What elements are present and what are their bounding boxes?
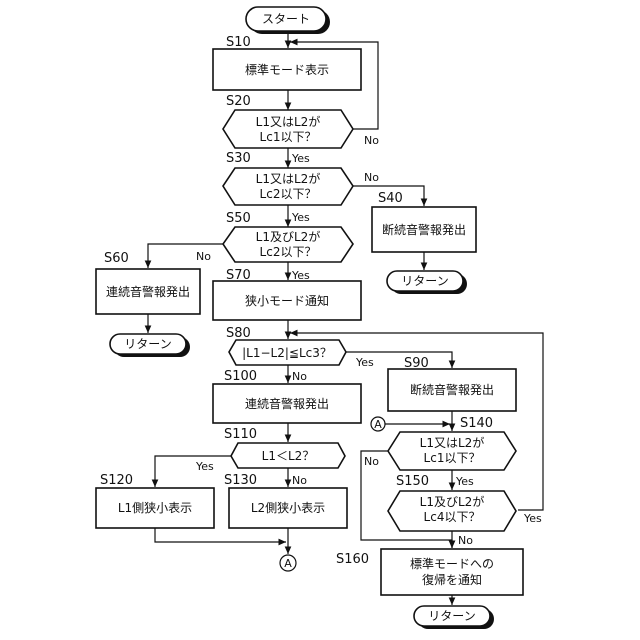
- process-s120-label: L1側狭小表示: [118, 501, 192, 515]
- process-s120: L1側狭小表示: [96, 488, 214, 528]
- decision-s150: L1及びL2が Lc4以下？: [388, 491, 516, 531]
- connector-a-in-label: A: [374, 418, 382, 431]
- step-id-s130: S130: [224, 473, 257, 488]
- s80-yes-label: Yes: [355, 356, 374, 369]
- decision-s20: L1又はL2が Lc1以下？: [223, 110, 353, 148]
- return-terminal-left: リターン: [110, 334, 190, 357]
- decision-s80: |L1−L2|≦Lc3？: [229, 340, 346, 365]
- connector-a-in: A: [371, 417, 385, 431]
- return-bottom-label: リターン: [428, 609, 475, 623]
- process-s90: 断続音警報発出: [388, 369, 516, 411]
- decision-s140-line2: Lc1以下？: [424, 451, 481, 465]
- s140-yes-label: Yes: [455, 475, 474, 488]
- return-terminal-bottom: リターン: [414, 606, 494, 629]
- s30-no-label: No: [364, 171, 379, 184]
- decision-s150-line2: Lc4以下？: [424, 510, 481, 524]
- connector-a-out: A: [280, 555, 296, 571]
- step-id-s140: S140: [460, 416, 493, 431]
- step-id-s160: S160: [336, 552, 369, 567]
- step-id-s40: S40: [378, 191, 403, 206]
- decision-s20-line1: L1又はL2が: [256, 114, 321, 129]
- process-s130-label: L2側狭小表示: [251, 501, 325, 515]
- s30-yes-label: Yes: [291, 211, 310, 224]
- s50-no-label: No: [196, 250, 211, 263]
- step-id-s30: S30: [226, 151, 251, 166]
- return-left-label: リターン: [124, 337, 171, 351]
- step-id-s80: S80: [226, 326, 251, 341]
- process-s70-label: 狭小モード通知: [245, 294, 329, 308]
- s20-yes-label: Yes: [291, 152, 310, 165]
- process-s10: 標準モード表示: [213, 49, 361, 90]
- s140-no-label: No: [364, 455, 379, 468]
- decision-s30-line1: L1又はL2が: [256, 171, 321, 186]
- start-terminal: スタート: [246, 7, 330, 34]
- s110-yes-label: Yes: [195, 460, 214, 473]
- s150-no-label: No: [458, 534, 473, 547]
- process-s40: 断続音警報発出: [372, 207, 476, 252]
- process-s60: 連続音警報発出: [96, 269, 200, 314]
- process-s160: 標準モードへの 復帰を通知: [381, 549, 523, 595]
- decision-s80-label: |L1−L2|≦Lc3？: [242, 346, 332, 360]
- return-right-label: リターン: [401, 274, 448, 288]
- process-s40-label: 断続音警報発出: [382, 222, 466, 237]
- step-id-s20: S20: [226, 94, 251, 109]
- process-s130: L2側狭小表示: [229, 488, 347, 528]
- process-s160-line2: 復帰を通知: [422, 572, 482, 587]
- step-id-s10: S10: [226, 35, 251, 50]
- step-id-s60: S60: [104, 251, 129, 266]
- step-id-s110: S110: [224, 427, 257, 442]
- decision-s50-line1: L1及びL2が: [256, 229, 321, 244]
- process-s100: 連続音警報発出: [213, 384, 361, 423]
- return-terminal-right: リターン: [387, 271, 467, 294]
- process-s10-label: 標準モード表示: [245, 62, 329, 77]
- decision-s110: L1＜L2？: [231, 443, 345, 468]
- decision-s50-line2: Lc2以下？: [260, 245, 317, 259]
- process-s160-line1: 標準モードへの: [410, 556, 494, 571]
- decision-s140-line1: L1又はL2が: [420, 435, 485, 450]
- decision-s30: L1又はL2が Lc2以下？: [223, 168, 353, 205]
- decision-s20-line2: Lc1以下？: [260, 130, 317, 144]
- step-id-s150: S150: [396, 474, 429, 489]
- step-id-s100: S100: [224, 369, 257, 384]
- process-s70: 狭小モード通知: [213, 281, 361, 320]
- step-id-s50: S50: [226, 211, 251, 226]
- decision-s150-line1: L1及びL2が: [420, 494, 485, 509]
- start-label: スタート: [262, 12, 310, 26]
- decision-s50: L1及びL2が Lc2以下？: [223, 227, 353, 262]
- s150-yes-label: Yes: [523, 512, 542, 525]
- s50-yes-label: Yes: [291, 269, 310, 282]
- process-s90-label: 断続音警報発出: [410, 382, 494, 397]
- s110-no-label: No: [292, 474, 307, 487]
- process-s100-label: 連続音警報発出: [245, 396, 329, 411]
- decision-s140: L1又はL2が Lc1以下？: [388, 432, 516, 470]
- process-s60-label: 連続音警報発出: [106, 284, 190, 299]
- decision-s30-line2: Lc2以下？: [260, 187, 317, 201]
- connector-a-out-label: A: [284, 557, 292, 570]
- decision-s110-label: L1＜L2？: [262, 449, 315, 463]
- s80-no-label: No: [292, 370, 307, 383]
- step-id-s120: S120: [100, 473, 133, 488]
- s20-no-label: No: [364, 134, 379, 147]
